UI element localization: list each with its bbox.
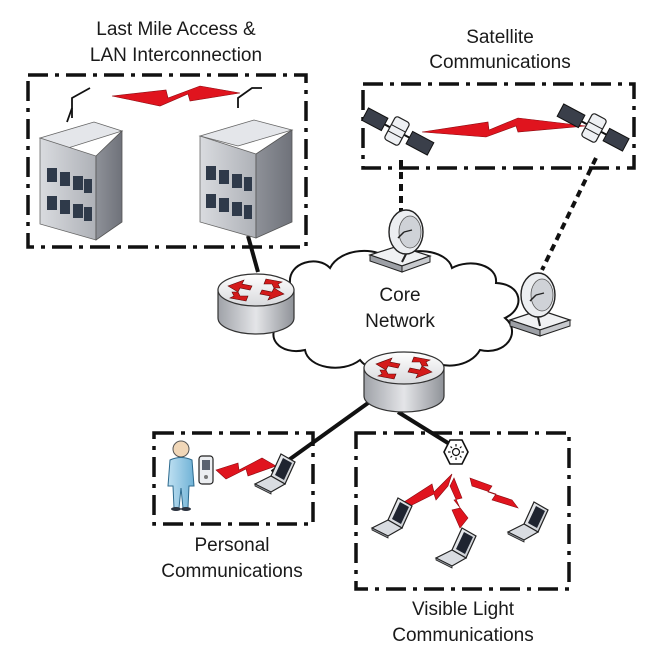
- wireless-link-icon: [111, 85, 241, 107]
- wireless-link-icon: [449, 477, 469, 529]
- vlc-boundary-box: [354, 431, 571, 591]
- lan-antenna-right: [237, 87, 262, 108]
- satellite-right-icon: [556, 103, 630, 152]
- router-top-icon: [217, 273, 295, 335]
- mobile-phone-icon: [198, 455, 214, 485]
- router-to-vlc-light-link: [396, 410, 458, 450]
- laptop-personal-icon: [253, 453, 296, 495]
- satellite-dish-left-icon: [368, 209, 432, 273]
- core-network-cloud-icon: [265, 250, 520, 373]
- building-right-icon: [198, 119, 294, 239]
- lan-title-line2: LAN Interconnection: [89, 45, 263, 66]
- lan-antenna-left: [66, 87, 91, 123]
- wireless-link-icon: [215, 457, 277, 480]
- laptop-vlc-right-icon: [506, 501, 549, 543]
- person-icon: [167, 440, 195, 511]
- lan-boundary-box: [26, 73, 308, 249]
- personal-title-line2: Communications: [161, 561, 303, 582]
- satellite-dish-right-icon: [508, 272, 572, 337]
- personal-boundary-box: [152, 431, 315, 526]
- lan-title-line1: Last Mile Access &: [96, 19, 256, 40]
- vlc-title-line1: Visible Light: [411, 599, 515, 620]
- laptop-vlc-left-icon: [370, 497, 413, 539]
- core-network-line1: Core: [379, 285, 421, 306]
- wireless-link-icon: [469, 477, 519, 509]
- core-network-line2: Network: [365, 311, 435, 332]
- personal-title-line1: Personal: [194, 535, 270, 556]
- satellite-left-icon: [361, 107, 435, 156]
- light-source-icon: [443, 439, 469, 465]
- satellite-downlink-right: [540, 157, 598, 271]
- router-bottom-icon: [363, 351, 445, 413]
- vlc-title-line2: Communications: [392, 625, 534, 646]
- satellite-title-line1: Satellite: [466, 27, 534, 48]
- wireless-link-icon: [421, 117, 587, 138]
- satellite-title-line2: Communications: [429, 52, 571, 73]
- building-to-router-link: [246, 235, 260, 273]
- laptop-vlc-middle-icon: [434, 527, 477, 569]
- satellite-boundary-box: [361, 82, 636, 170]
- building-left-icon: [38, 121, 124, 241]
- wireless-link-icon: [403, 473, 453, 507]
